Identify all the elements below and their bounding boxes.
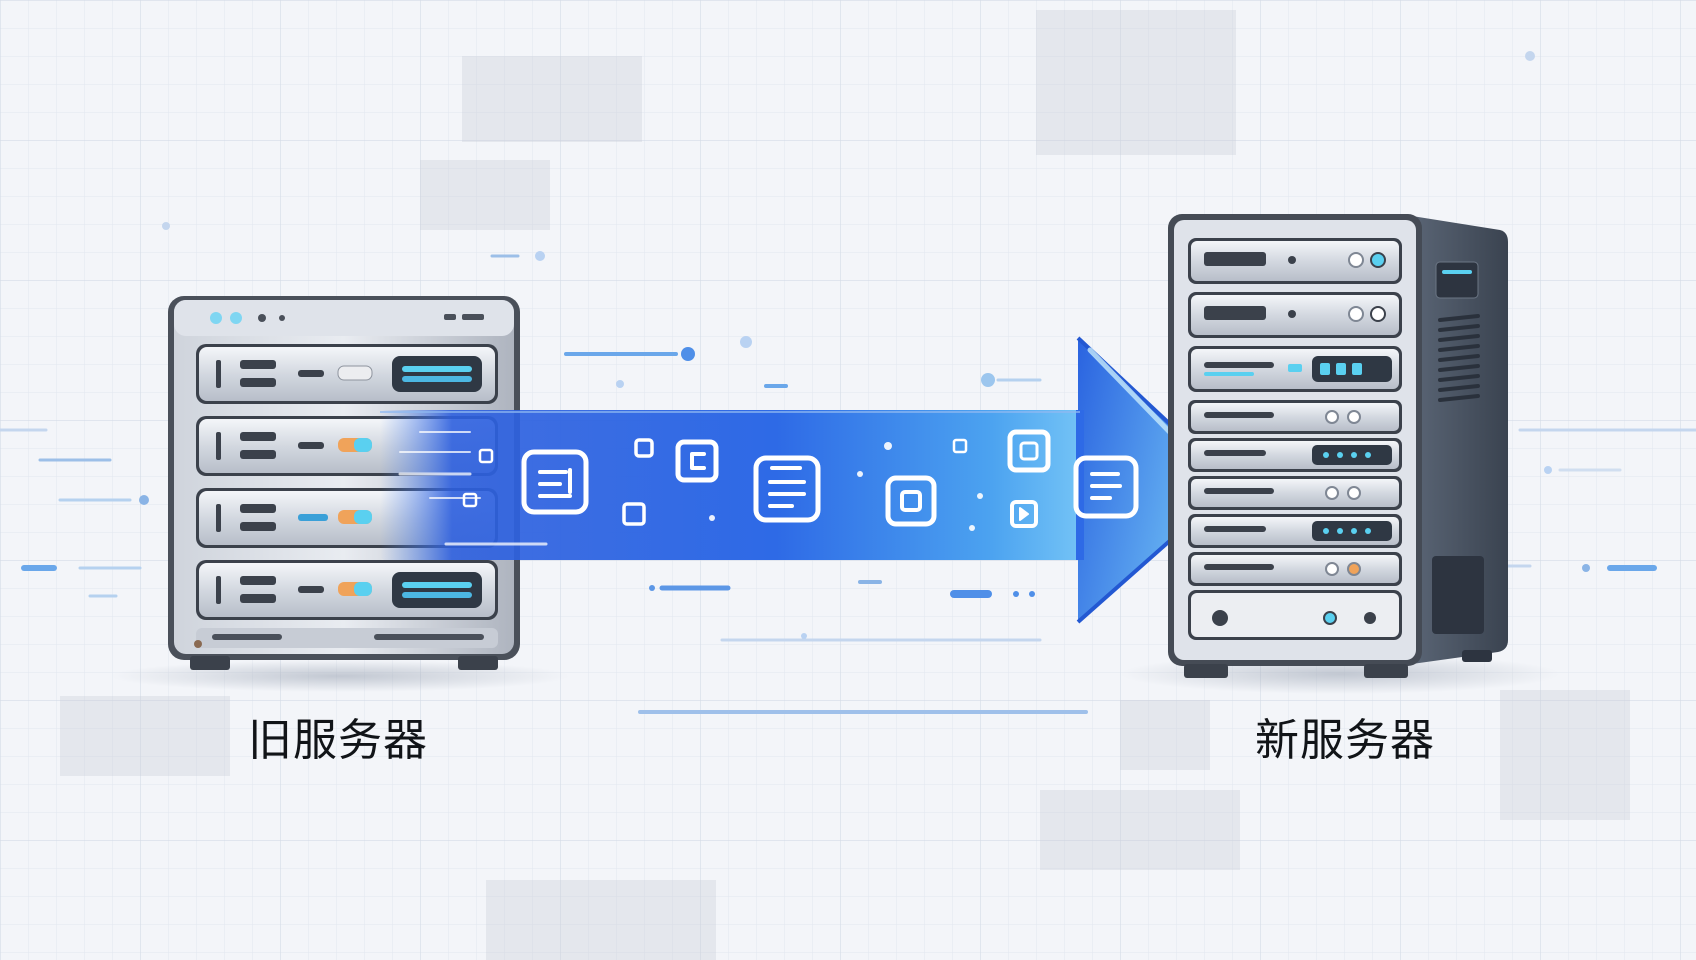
document-icon	[753, 455, 821, 523]
document-icon	[1073, 455, 1139, 519]
packet-square-icon	[1010, 500, 1038, 528]
packet-square-icon	[675, 439, 719, 483]
old-server	[110, 296, 570, 692]
packet-square-icon	[1007, 429, 1051, 473]
new-server	[1120, 214, 1560, 694]
document-icon	[521, 449, 589, 515]
new-server-bays	[1188, 238, 1402, 640]
data-packets	[462, 429, 1139, 528]
old-server-label: 旧服务器	[248, 715, 428, 766]
accent-dashes	[0, 51, 1696, 714]
packet-square-icon	[885, 475, 937, 527]
new-server-label: 新服务器	[1255, 715, 1435, 766]
